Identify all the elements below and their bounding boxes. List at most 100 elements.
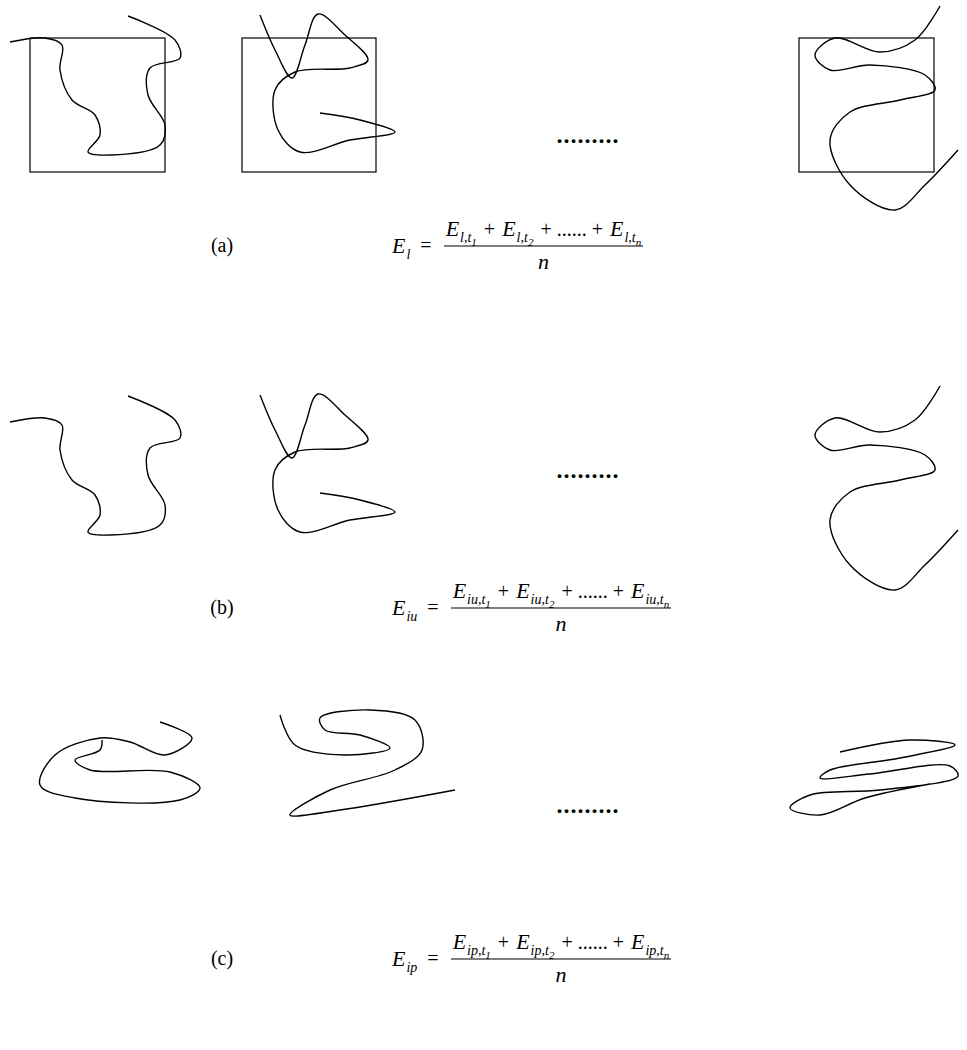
polymer-chain	[280, 710, 455, 816]
fraction-bar	[451, 608, 672, 609]
math-subscript: 1	[485, 949, 491, 961]
math-subscript-group: ip	[406, 953, 417, 969]
math-term: Eip	[392, 945, 417, 971]
polymer-chain	[260, 14, 395, 153]
math-subscript-group: l,t2	[517, 224, 534, 240]
polymer-chain	[260, 394, 395, 533]
math-subscript: 1	[471, 236, 477, 248]
math-term: Eiu,t2	[516, 578, 554, 604]
ellipsis-dots: .........	[557, 792, 620, 819]
panel-label: (a)	[211, 234, 233, 257]
panel-label: (c)	[211, 947, 233, 970]
ellipsis-sum: + ...... +	[540, 218, 603, 241]
math-subscript-group: iu,t1	[467, 586, 491, 602]
math-variable: E	[502, 216, 515, 242]
math-subscript-group: ip,tn	[645, 937, 669, 953]
math-variable: E	[392, 594, 405, 620]
math-subscript-group: l,t1	[460, 224, 477, 240]
fraction: Eiu,t1+Eiu,t2+ ...... +Eiu,tnn	[451, 578, 672, 637]
math-subscript: 2	[549, 598, 555, 610]
polymer-chain	[10, 396, 181, 535]
math-variable: E	[392, 232, 405, 258]
equation: El=El,t1+El,t2+ ...... +El,tnn	[392, 216, 643, 275]
polymer-chain	[815, 6, 958, 210]
math-variable: n	[555, 611, 566, 636]
math-variable: E	[453, 929, 466, 955]
math-term: El,t2	[502, 216, 533, 242]
polymer-chain	[10, 16, 181, 155]
math-variable: E	[610, 216, 623, 242]
equals-sign: =	[427, 947, 438, 970]
equals-sign: =	[427, 596, 438, 619]
math-subscript-group: ip,t1	[467, 937, 491, 953]
math-subscript: l,t	[624, 230, 635, 246]
math-subscript: n	[636, 236, 642, 248]
math-variable: E	[631, 578, 644, 604]
panel-label: (b)	[210, 596, 233, 619]
math-subscript: n	[664, 949, 670, 961]
math-term: Eiu	[392, 594, 417, 620]
math-subscript: l,t	[460, 230, 471, 246]
ellipsis-dots: .........	[557, 457, 620, 484]
polymer-chain	[39, 722, 200, 803]
math-variable: E	[392, 945, 405, 971]
plus-sign: +	[498, 931, 509, 954]
math-term: Eip,t2	[516, 929, 554, 955]
equation: Eip=Eip,t1+Eip,t2+ ...... +Eip,tnn	[392, 929, 671, 988]
polymer-chain	[790, 740, 958, 815]
math-subscript: iu,t	[645, 592, 663, 608]
plus-sign: +	[484, 218, 495, 241]
math-variable: E	[516, 929, 529, 955]
math-term: El	[392, 232, 410, 258]
math-subscript: l,t	[517, 230, 528, 246]
math-subscript: iu,t	[531, 592, 549, 608]
numerator: El,t1+El,t2+ ...... +El,tn	[444, 216, 644, 246]
equation: Eiu=Eiu,t1+Eiu,t2+ ...... +Eiu,tnn	[392, 578, 671, 637]
ellipsis-dots: .........	[557, 122, 620, 149]
denominator: n	[538, 247, 549, 275]
math-term: Eip,t1	[453, 929, 491, 955]
math-term: El,tn	[610, 216, 641, 242]
math-subscript: iu,t	[467, 592, 485, 608]
fraction: El,t1+El,t2+ ...... +El,tnn	[444, 216, 644, 275]
math-subscript-group: iu,t2	[531, 586, 555, 602]
math-subscript: 2	[528, 236, 534, 248]
math-term: Eiu,t1	[453, 578, 491, 604]
numerator: Eiu,t1+Eiu,t2+ ...... +Eiu,tn	[451, 578, 672, 608]
denominator: n	[555, 609, 566, 637]
math-variable: E	[631, 929, 644, 955]
math-subscript-group: iu,tn	[645, 586, 669, 602]
polymer-chain	[815, 386, 958, 590]
fraction-bar	[451, 959, 672, 960]
math-subscript: l	[406, 246, 410, 262]
math-subscript: ip	[406, 959, 417, 975]
ellipsis-sum: + ...... +	[561, 931, 624, 954]
math-subscript-group: l,tn	[624, 224, 641, 240]
math-subscript-group: ip,t2	[531, 937, 555, 953]
simulation-box	[799, 38, 934, 172]
math-subscript: ip,t	[467, 943, 485, 959]
math-variable: n	[555, 962, 566, 987]
numerator: Eip,t1+Eip,t2+ ...... +Eip,tn	[451, 929, 672, 959]
math-subscript: 1	[485, 598, 491, 610]
math-subscript-group: l	[406, 240, 410, 256]
math-subscript: 2	[549, 949, 555, 961]
math-subscript: ip,t	[531, 943, 549, 959]
math-term: Eip,tn	[631, 929, 669, 955]
plus-sign: +	[498, 580, 509, 603]
fraction: Eip,t1+Eip,t2+ ...... +Eip,tnn	[451, 929, 672, 988]
math-variable: E	[453, 578, 466, 604]
math-term: El,t1	[446, 216, 477, 242]
denominator: n	[555, 960, 566, 988]
math-term: Eiu,tn	[631, 578, 669, 604]
math-subscript: n	[664, 598, 670, 610]
ellipsis-sum: + ...... +	[561, 580, 624, 603]
math-variable: E	[516, 578, 529, 604]
math-variable: E	[446, 216, 459, 242]
math-subscript: ip,t	[645, 943, 663, 959]
math-variable: n	[538, 249, 549, 274]
equals-sign: =	[420, 234, 431, 257]
math-subscript: iu	[406, 608, 417, 624]
